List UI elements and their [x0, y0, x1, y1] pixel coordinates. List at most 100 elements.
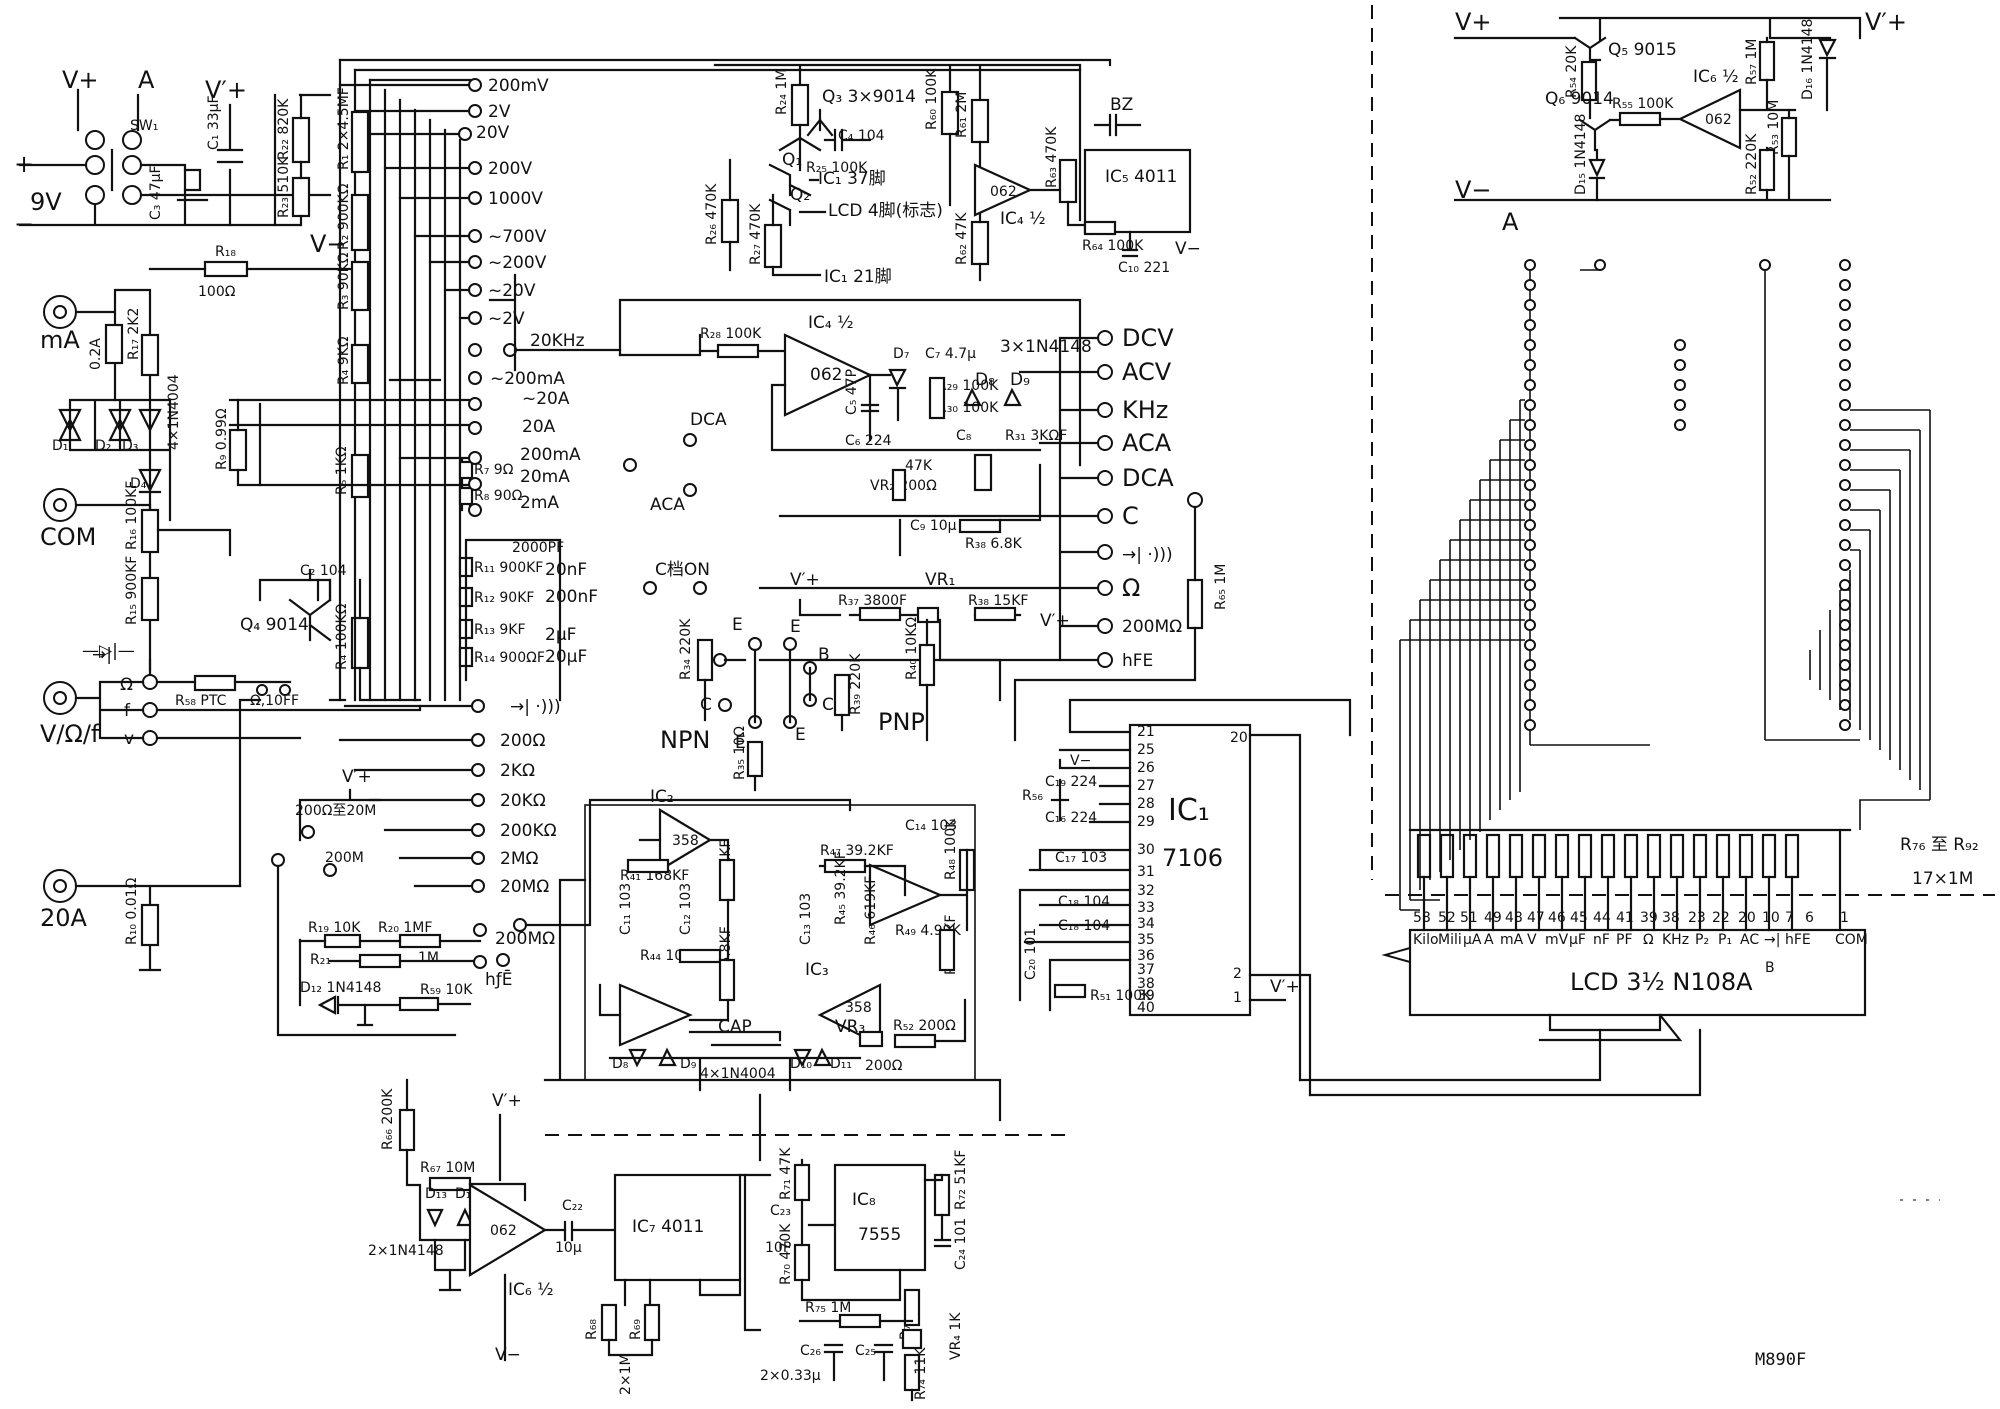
label: 38 [1137, 976, 1155, 992]
label: 200V [488, 159, 532, 179]
component-body [1761, 833, 1777, 879]
r63-resistor [1058, 158, 1078, 204]
wire [713, 63, 1082, 222]
cap-diode-note: 4×1N4004 [700, 1066, 776, 1082]
ic6b-chip: 062 [490, 1223, 517, 1239]
r22-label: R₂₂ 820K [276, 98, 292, 160]
wire [338, 58, 1112, 82]
c6-label: C₆ 224 [845, 433, 892, 449]
r54-label: R₅₄ 20K [1564, 45, 1580, 98]
ic3-opamp [817, 983, 882, 1047]
terminal-node [471, 699, 485, 713]
ic6b-label: IC₆ ½ [508, 1280, 554, 1300]
terminal-node [1097, 618, 1113, 634]
r71-label: R₇₁ 47K [778, 1147, 794, 1200]
r22-resistor [291, 116, 311, 164]
terminal-node [1097, 508, 1113, 524]
terminal-node [1839, 699, 1851, 711]
ic3-label: IC₃ [805, 960, 829, 980]
diode-note-label: 3×1N4148 [1000, 337, 1092, 357]
c2-label: C₂ 104 [300, 563, 347, 579]
e2-label: E [790, 617, 801, 637]
r19-label: R₁₉ 10K [308, 920, 361, 936]
vplus-label: V′+ [790, 570, 820, 590]
ohm-range-200: 200Ω [471, 731, 545, 751]
r69-label: R₆₉ [628, 1319, 644, 1340]
r28-resistor [716, 343, 760, 359]
mohm-section: V′+ 200Ω至20M 200M R₁₉ 10K R₂₀ 1MF R₂₁ 1M… [271, 767, 852, 1037]
c25-label: C₂₅ [855, 1343, 876, 1359]
r37-label: R₃₇ 3800F [838, 593, 907, 609]
terminal-node [1839, 539, 1851, 551]
component-body [398, 933, 442, 949]
ic5-vminus-label: V− [1175, 239, 1201, 259]
label: A [1484, 932, 1494, 948]
label: DCV [1122, 324, 1174, 352]
wire [1066, 200, 1087, 227]
terminal-node [471, 879, 485, 893]
wire [563, 1220, 617, 1242]
component-body [1600, 833, 1616, 879]
ohm-range-positions: →| ·))) 200Ω 2KΩ 20KΩ 200KΩ 2MΩ 20MΩ [155, 697, 561, 897]
ohm-range-2k: 2KΩ [471, 761, 535, 781]
r8-label: R₈ 90Ω [474, 488, 523, 504]
r29-label: R₂₉ 100K [937, 378, 999, 394]
wire [778, 123, 822, 172]
component-body [323, 933, 362, 949]
wire [74, 884, 242, 972]
d9-label: D₉ [680, 1056, 697, 1072]
ic6-opamp [1677, 88, 1742, 150]
terminal-node [1674, 359, 1686, 371]
label: 26 [1137, 760, 1155, 776]
d4-label: D₄ [130, 476, 147, 492]
terminal-node [1594, 259, 1606, 271]
wire [1018, 848, 1132, 1012]
r24-label: R₂₄ 1M [774, 69, 790, 115]
adc-pin-20: 20 [1230, 730, 1248, 746]
wire [524, 798, 852, 927]
terminal-node [1759, 259, 1771, 271]
r9-resistor [228, 428, 248, 472]
adc-vminus: V− [1070, 753, 1091, 769]
r68-label: R₆₈ [584, 1319, 600, 1340]
d1-label: D₁ [52, 438, 68, 454]
wire [728, 158, 822, 277]
adc-part: 7106 [1162, 844, 1223, 872]
wire [18, 88, 302, 227]
c3-label: C₃ 47μF [148, 165, 164, 220]
ohm-range-200k: 200KΩ [471, 821, 557, 841]
r47k-label: 47K [905, 458, 933, 474]
r4a-resistor [350, 343, 370, 385]
r7-label: R₇ 9Ω [474, 462, 514, 478]
e3-label: E [795, 725, 806, 745]
component-body [1738, 833, 1754, 879]
terminal-node [1839, 299, 1851, 311]
wire [703, 648, 844, 792]
terminal-node [643, 581, 657, 595]
component-body [718, 958, 736, 1002]
r18-resistor [203, 260, 249, 278]
function-200mohm: 200MΩ [1097, 617, 1182, 637]
range-20a: 20A [468, 417, 556, 437]
component-body [1508, 833, 1524, 879]
function-c: C [1097, 502, 1139, 530]
ic7-label: IC₇ 4011 [632, 1217, 704, 1237]
fuse-label: 0.2A [88, 338, 104, 370]
component-body [973, 453, 993, 492]
wire [74, 288, 152, 522]
wire [898, 463, 1042, 557]
terminal-node [468, 311, 482, 325]
function-diode: →| ·))) [1097, 544, 1173, 565]
d8-label: D₈ [612, 1056, 629, 1072]
label: 44 [1593, 910, 1611, 926]
wire [1818, 38, 1837, 112]
terminal-node [1839, 379, 1851, 391]
ic2-chip: 358 [672, 833, 699, 849]
wire [798, 1319, 914, 1402]
r46-label: R₄₆ 619KF [863, 876, 879, 945]
q1-label: Q₁ [782, 150, 802, 170]
terminal-node [468, 343, 482, 357]
r67-label: R₆₇ 10M [420, 1160, 475, 1176]
label: 27 [1137, 778, 1155, 794]
wire [1013, 505, 1197, 742]
